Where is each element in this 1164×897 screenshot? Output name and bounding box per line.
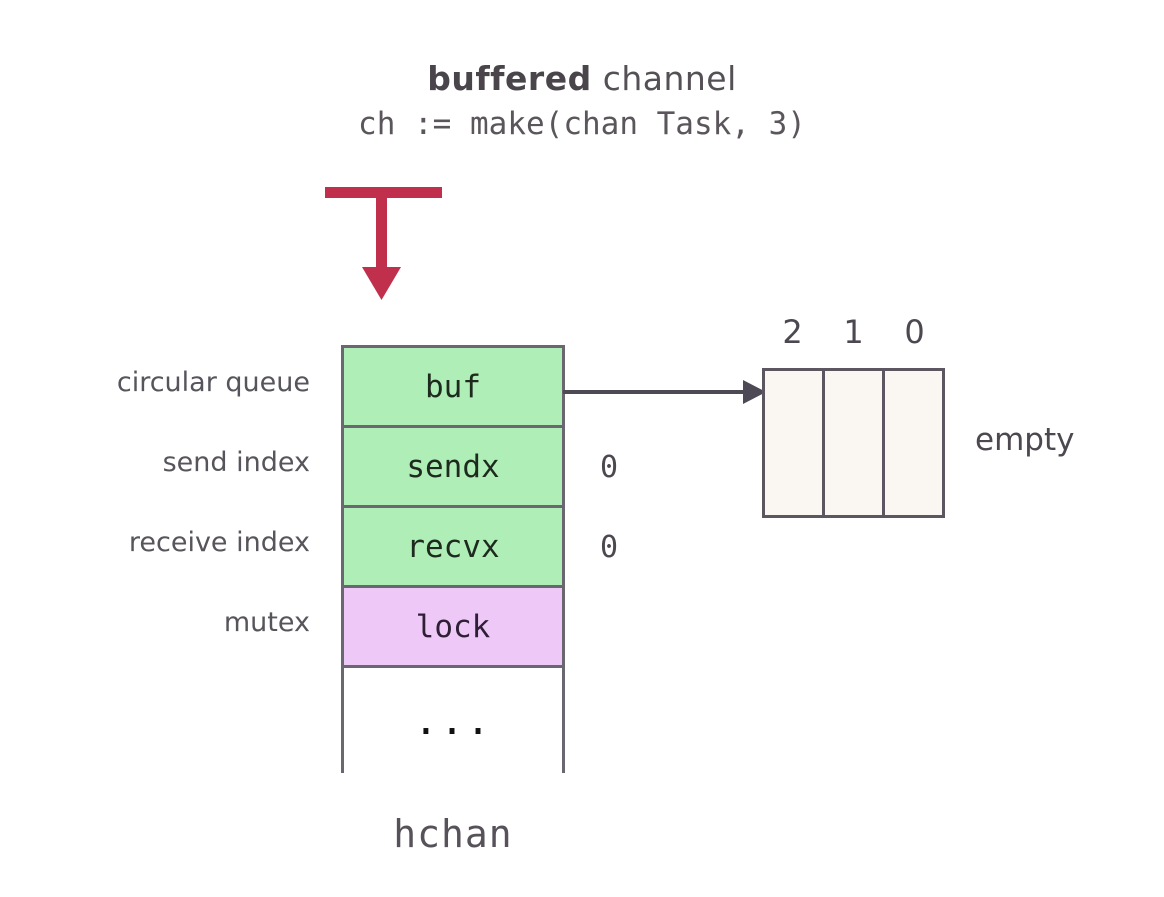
hchan-caption: hchan (393, 812, 513, 856)
field-annotations: circular queue send index receive index … (0, 345, 310, 773)
diagram-title-block: buffered channel ch := make(chan Task, 3… (0, 62, 1164, 140)
creation-arrow-icon (325, 187, 442, 300)
diagram-title-emphasis: buffered (427, 59, 592, 98)
creation-arrow (318, 182, 458, 311)
buffer-index-1: 1 (843, 313, 864, 351)
hchan-field-buf: buf (344, 348, 562, 428)
circular-buffer-array (762, 368, 945, 518)
annotation-send-index: send index (162, 447, 310, 478)
buf-pointer-arrow (563, 372, 768, 416)
recvx-value: 0 (600, 530, 619, 565)
hchan-struct-box: buf sendx recvx lock ... (341, 345, 565, 773)
hchan-field-ellipsis: ... (344, 668, 562, 773)
buffer-index-0: 0 (904, 313, 925, 351)
annotation-circular-queue: circular queue (116, 367, 310, 398)
buffer-index-2: 2 (782, 313, 803, 351)
buf-pointer-arrow-icon (563, 380, 766, 404)
hchan-field-recvx: recvx (344, 508, 562, 588)
hchan-field-sendx: sendx (344, 428, 562, 508)
buffer-index-row: 2 1 0 (762, 313, 945, 351)
hchan-field-lock: lock (344, 588, 562, 668)
annotation-mutex: mutex (223, 607, 310, 638)
diagram-title-rest: channel (591, 59, 737, 98)
buffer-cell-0 (885, 371, 942, 515)
code-snippet: ch := make(chan Task, 3) (358, 106, 806, 142)
buffer-cell-2 (765, 371, 825, 515)
annotation-receive-index: receive index (128, 527, 310, 558)
buffer-state-label: empty (975, 422, 1075, 458)
buffer-cell-1 (825, 371, 885, 515)
diagram-title: buffered channel (0, 62, 1164, 95)
sendx-value: 0 (600, 450, 619, 485)
